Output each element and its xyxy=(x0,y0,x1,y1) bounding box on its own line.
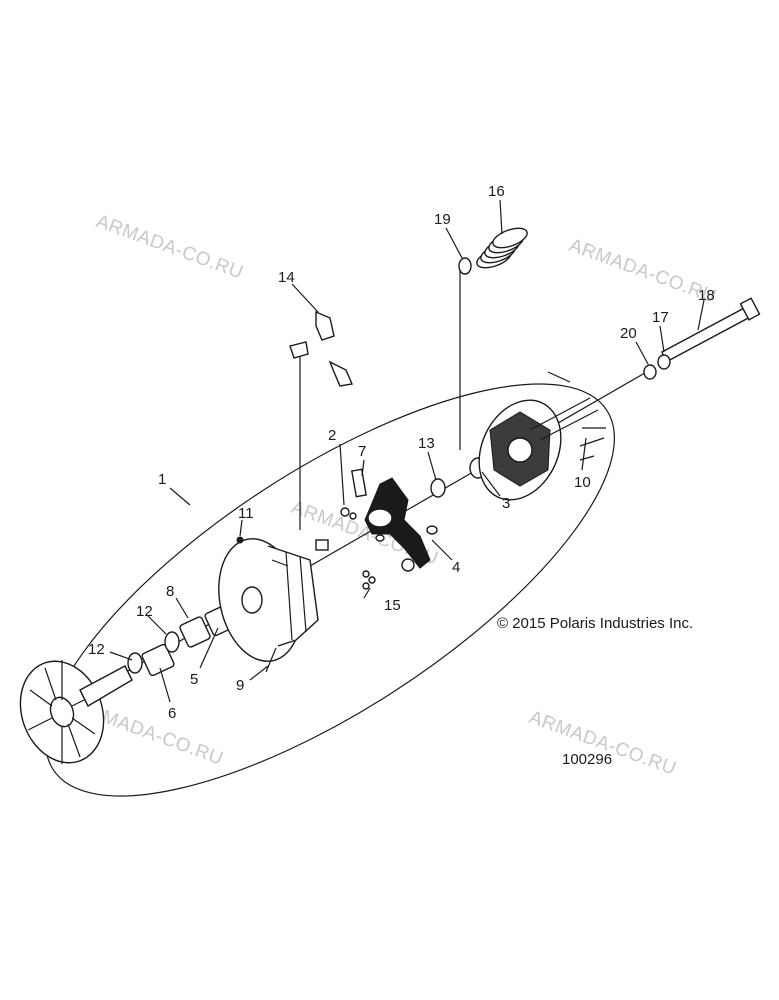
watermark: ARMADA-CO.RU xyxy=(526,707,679,780)
assembly-outline xyxy=(45,383,615,797)
callout-12: 12 xyxy=(88,641,105,658)
callout-7: 7 xyxy=(358,443,366,460)
spring xyxy=(476,227,528,269)
callout-8: 8 xyxy=(166,583,174,600)
callout-4: 4 xyxy=(452,559,460,576)
callout-18: 18 xyxy=(698,287,715,304)
callout-20: 20 xyxy=(620,325,637,342)
leaders xyxy=(109,199,705,703)
callout-5: 5 xyxy=(190,671,198,688)
callout-12: 12 xyxy=(136,603,153,620)
callout-9: 9 xyxy=(236,677,244,694)
callout-19: 19 xyxy=(434,211,451,228)
callout-17: 17 xyxy=(652,309,669,326)
copyright-notice: © 2015 Polaris Industries Inc. xyxy=(497,615,693,632)
callout-14: 14 xyxy=(278,269,295,286)
callout-1: 1 xyxy=(158,471,166,488)
callout-10: 10 xyxy=(574,474,591,491)
fixed-sheave xyxy=(19,660,133,764)
spider xyxy=(315,468,438,590)
callout-3: 3 xyxy=(502,495,510,512)
center-bolt xyxy=(643,297,761,380)
diagram-id: 100296 xyxy=(562,751,612,768)
callout-11: 11 xyxy=(238,505,254,522)
snap-ring xyxy=(458,257,472,275)
callout-15: 15 xyxy=(384,597,401,614)
weights xyxy=(289,310,353,530)
callout-2: 2 xyxy=(328,427,336,444)
callout-13: 13 xyxy=(418,435,435,452)
watermark: ARMADA-CO.RU xyxy=(566,235,719,308)
cover-washers xyxy=(430,457,487,498)
moveable-sheave xyxy=(218,536,319,673)
callout-16: 16 xyxy=(488,183,505,200)
callout-6: 6 xyxy=(168,705,176,722)
cover xyxy=(478,371,606,501)
callouts: 1 2 3 4 5 6 7 8 9 10 11 12 12 13 14 15 1… xyxy=(88,183,715,722)
watermark: ARMADA-CO.RU xyxy=(93,211,246,284)
